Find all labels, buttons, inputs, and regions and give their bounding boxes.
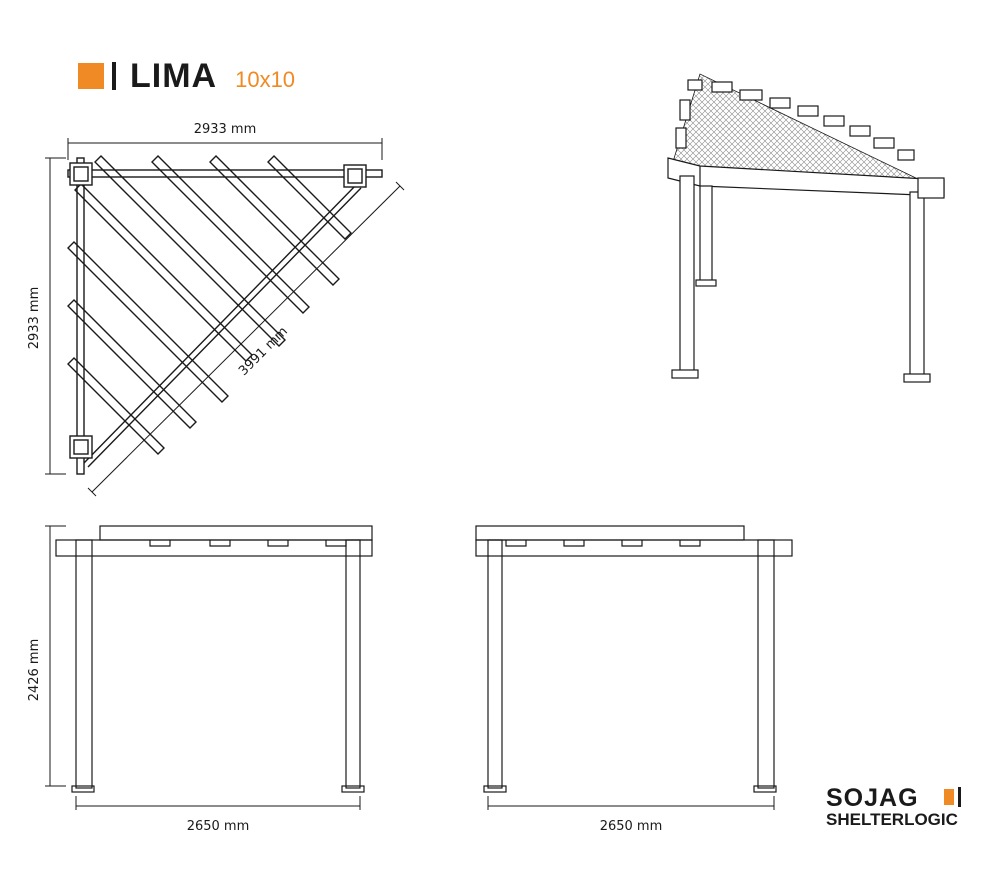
side-width-label: 2650 mm <box>600 819 663 834</box>
product-size: 10x10 <box>235 67 296 92</box>
perspective-post-back-left <box>699 185 713 283</box>
front-width-label: 2650 mm <box>187 819 250 834</box>
perspective-view <box>667 73 945 383</box>
front-height-label: 2426 mm <box>27 639 42 702</box>
perspective-post-front-left <box>679 175 695 373</box>
perspective-post-right <box>909 191 925 377</box>
perspective-rafters <box>675 79 915 161</box>
brand-group: SHELTERLOGIC <box>826 810 958 829</box>
front-view-dimensions <box>45 525 361 810</box>
top-view <box>45 138 405 497</box>
side-view <box>475 525 793 810</box>
side-view-dimensions <box>487 796 775 810</box>
top-depth-label: 2933 mm <box>27 287 42 350</box>
brand-logo: SOJAG SHELTERLOGIC <box>826 784 976 834</box>
header: LIMA 10x10 <box>78 56 295 96</box>
brand-name: SOJAG <box>826 784 919 812</box>
brand-bar-icon <box>112 62 116 90</box>
top-view-rafters <box>67 155 352 455</box>
top-view-frame <box>67 157 383 475</box>
product-title: LIMA <box>130 56 218 95</box>
top-diagonal-label: 3991 mm <box>236 324 291 379</box>
shade-sail <box>671 73 921 181</box>
brand-logo-square-icon <box>944 789 954 805</box>
top-view-posts <box>69 162 367 459</box>
brand-square-icon <box>78 63 104 89</box>
top-view-dimensions <box>45 138 405 497</box>
top-width-label: 2933 mm <box>194 122 257 137</box>
front-view <box>45 525 373 810</box>
brand-logo-bar-icon <box>958 787 961 807</box>
